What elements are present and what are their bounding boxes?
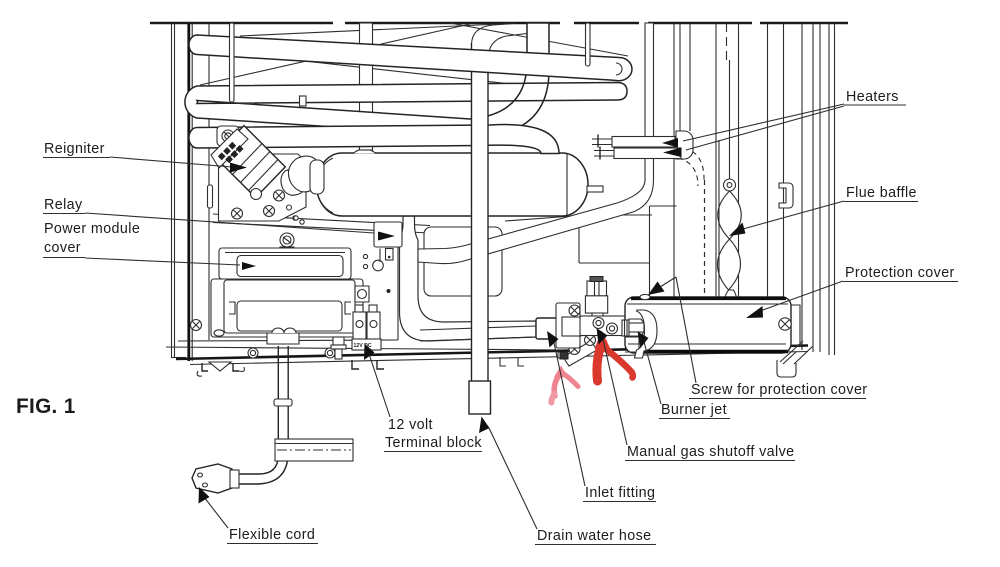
svg-text:Reigniter: Reigniter (44, 141, 105, 157)
svg-text:Heaters: Heaters (846, 89, 899, 105)
svg-text:FIG. 1: FIG. 1 (16, 395, 76, 418)
svg-text:Inlet fitting: Inlet fitting (585, 485, 655, 501)
svg-text:Flue baffle: Flue baffle (846, 185, 917, 201)
svg-text:Protection cover: Protection cover (845, 265, 955, 281)
svg-text:12 volt: 12 volt (388, 417, 433, 433)
svg-text:cover: cover (44, 240, 81, 256)
svg-text:Terminal block: Terminal block (385, 435, 482, 451)
svg-text:12V DC: 12V DC (354, 343, 372, 349)
svg-text:Drain water hose: Drain water hose (537, 528, 651, 544)
svg-text:Power module: Power module (44, 221, 140, 237)
svg-text:Manual gas shutoff valve: Manual gas shutoff valve (627, 444, 795, 460)
svg-text:Screw for protection cover: Screw for protection cover (691, 382, 867, 398)
svg-text:Flexible cord: Flexible cord (229, 527, 315, 543)
svg-text:Relay: Relay (44, 197, 83, 213)
svg-text:Burner jet: Burner jet (661, 402, 727, 418)
